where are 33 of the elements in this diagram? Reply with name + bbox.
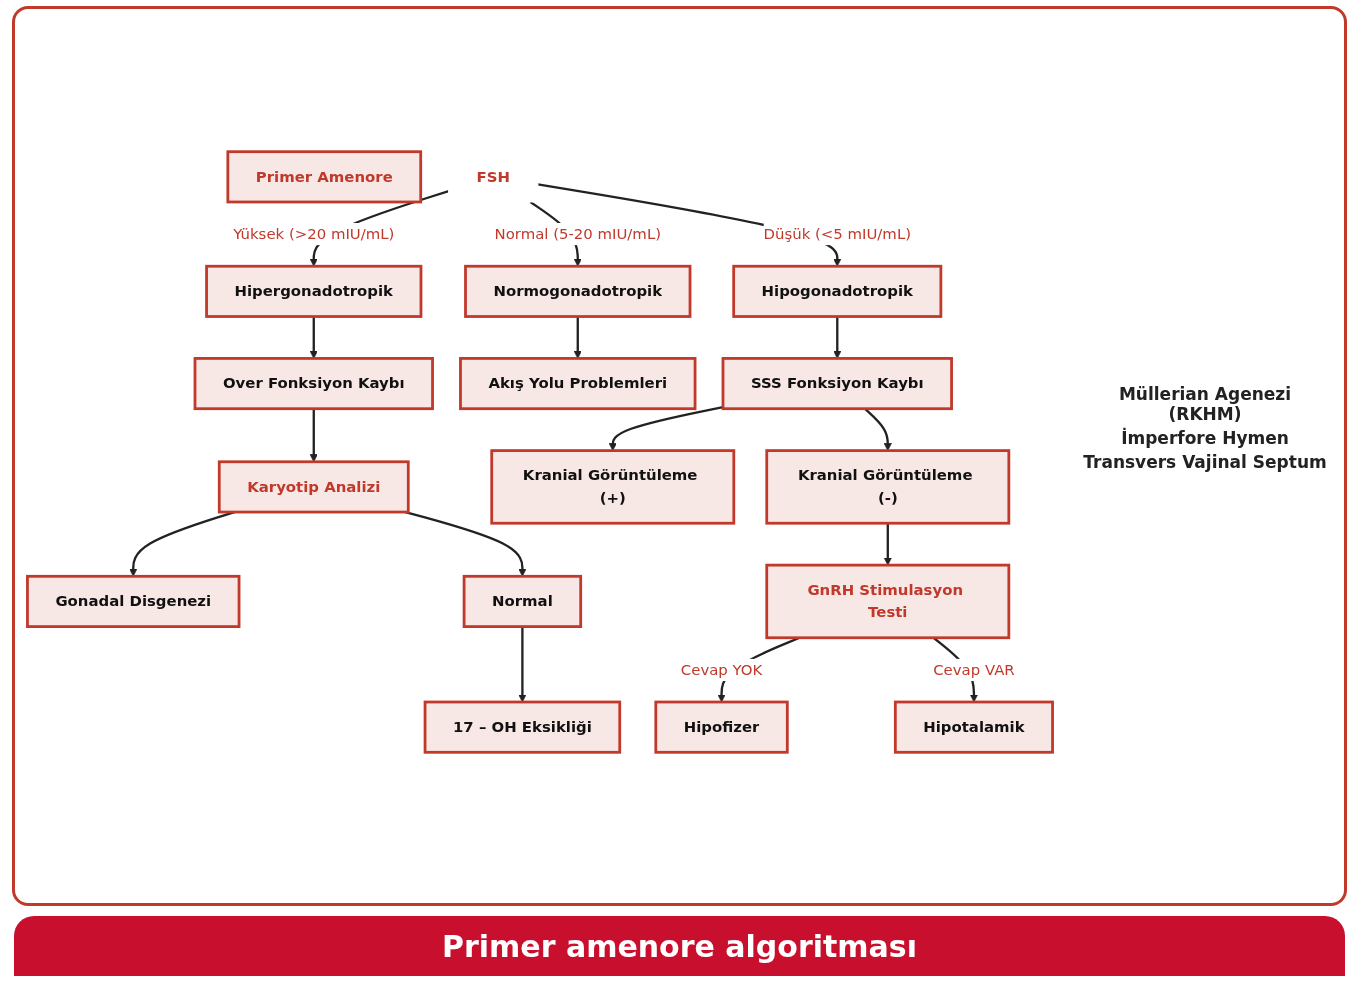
arrow xyxy=(573,316,582,359)
edge-label: Düşük (<5 mIU/mL) xyxy=(763,224,911,243)
node-box: Hipofizer xyxy=(654,700,789,754)
node-box: Normogonadotropik xyxy=(464,264,692,318)
node-box: Karyotip Analizi xyxy=(217,460,410,514)
edge-label: Normal (5-20 mIU/mL) xyxy=(494,224,661,243)
node-box: GnRH Stimulasyon Testi xyxy=(765,563,1011,640)
node-box: SSS Fonksiyon Kaybı xyxy=(721,357,953,411)
arrow xyxy=(309,316,318,359)
edge-label: Cevap YOK xyxy=(680,660,763,679)
arrow xyxy=(518,626,527,703)
node-text: FSH xyxy=(476,167,510,186)
node-box: 17 – OH Eksikliği xyxy=(423,700,622,754)
node-box: Kranial Görüntüleme (-) xyxy=(765,449,1011,525)
node-box: Gonadal Disgenezi xyxy=(26,574,241,628)
note-text: Müllerian Agenezi (RKHM) xyxy=(1117,384,1293,424)
arrow xyxy=(833,316,842,359)
node-box: Kranial Görüntüleme (+) xyxy=(490,449,736,525)
node-box: Over Fonksiyon Kaybı xyxy=(193,357,434,411)
caption: Primer amenore algoritması xyxy=(442,928,917,964)
node-box: Akış Yolu Problemleri xyxy=(459,357,697,411)
node-box: Hipergonadotropik xyxy=(205,264,423,318)
node-box: Hipogonadotropik xyxy=(732,264,943,318)
node-box: Normal xyxy=(462,574,583,628)
edge-label: Cevap VAR xyxy=(933,660,1015,679)
note-text: Transvers Vajinal Septum xyxy=(1082,452,1328,472)
node-box: Hipotalamik xyxy=(893,700,1054,754)
note-text: İmperfore Hymen xyxy=(1120,428,1290,448)
arrow xyxy=(608,405,724,451)
arrow xyxy=(883,523,892,566)
node-box: Primer Amenore xyxy=(226,150,423,204)
arrow xyxy=(405,510,527,577)
edge-label: Yüksek (>20 mIU/mL) xyxy=(233,224,395,243)
